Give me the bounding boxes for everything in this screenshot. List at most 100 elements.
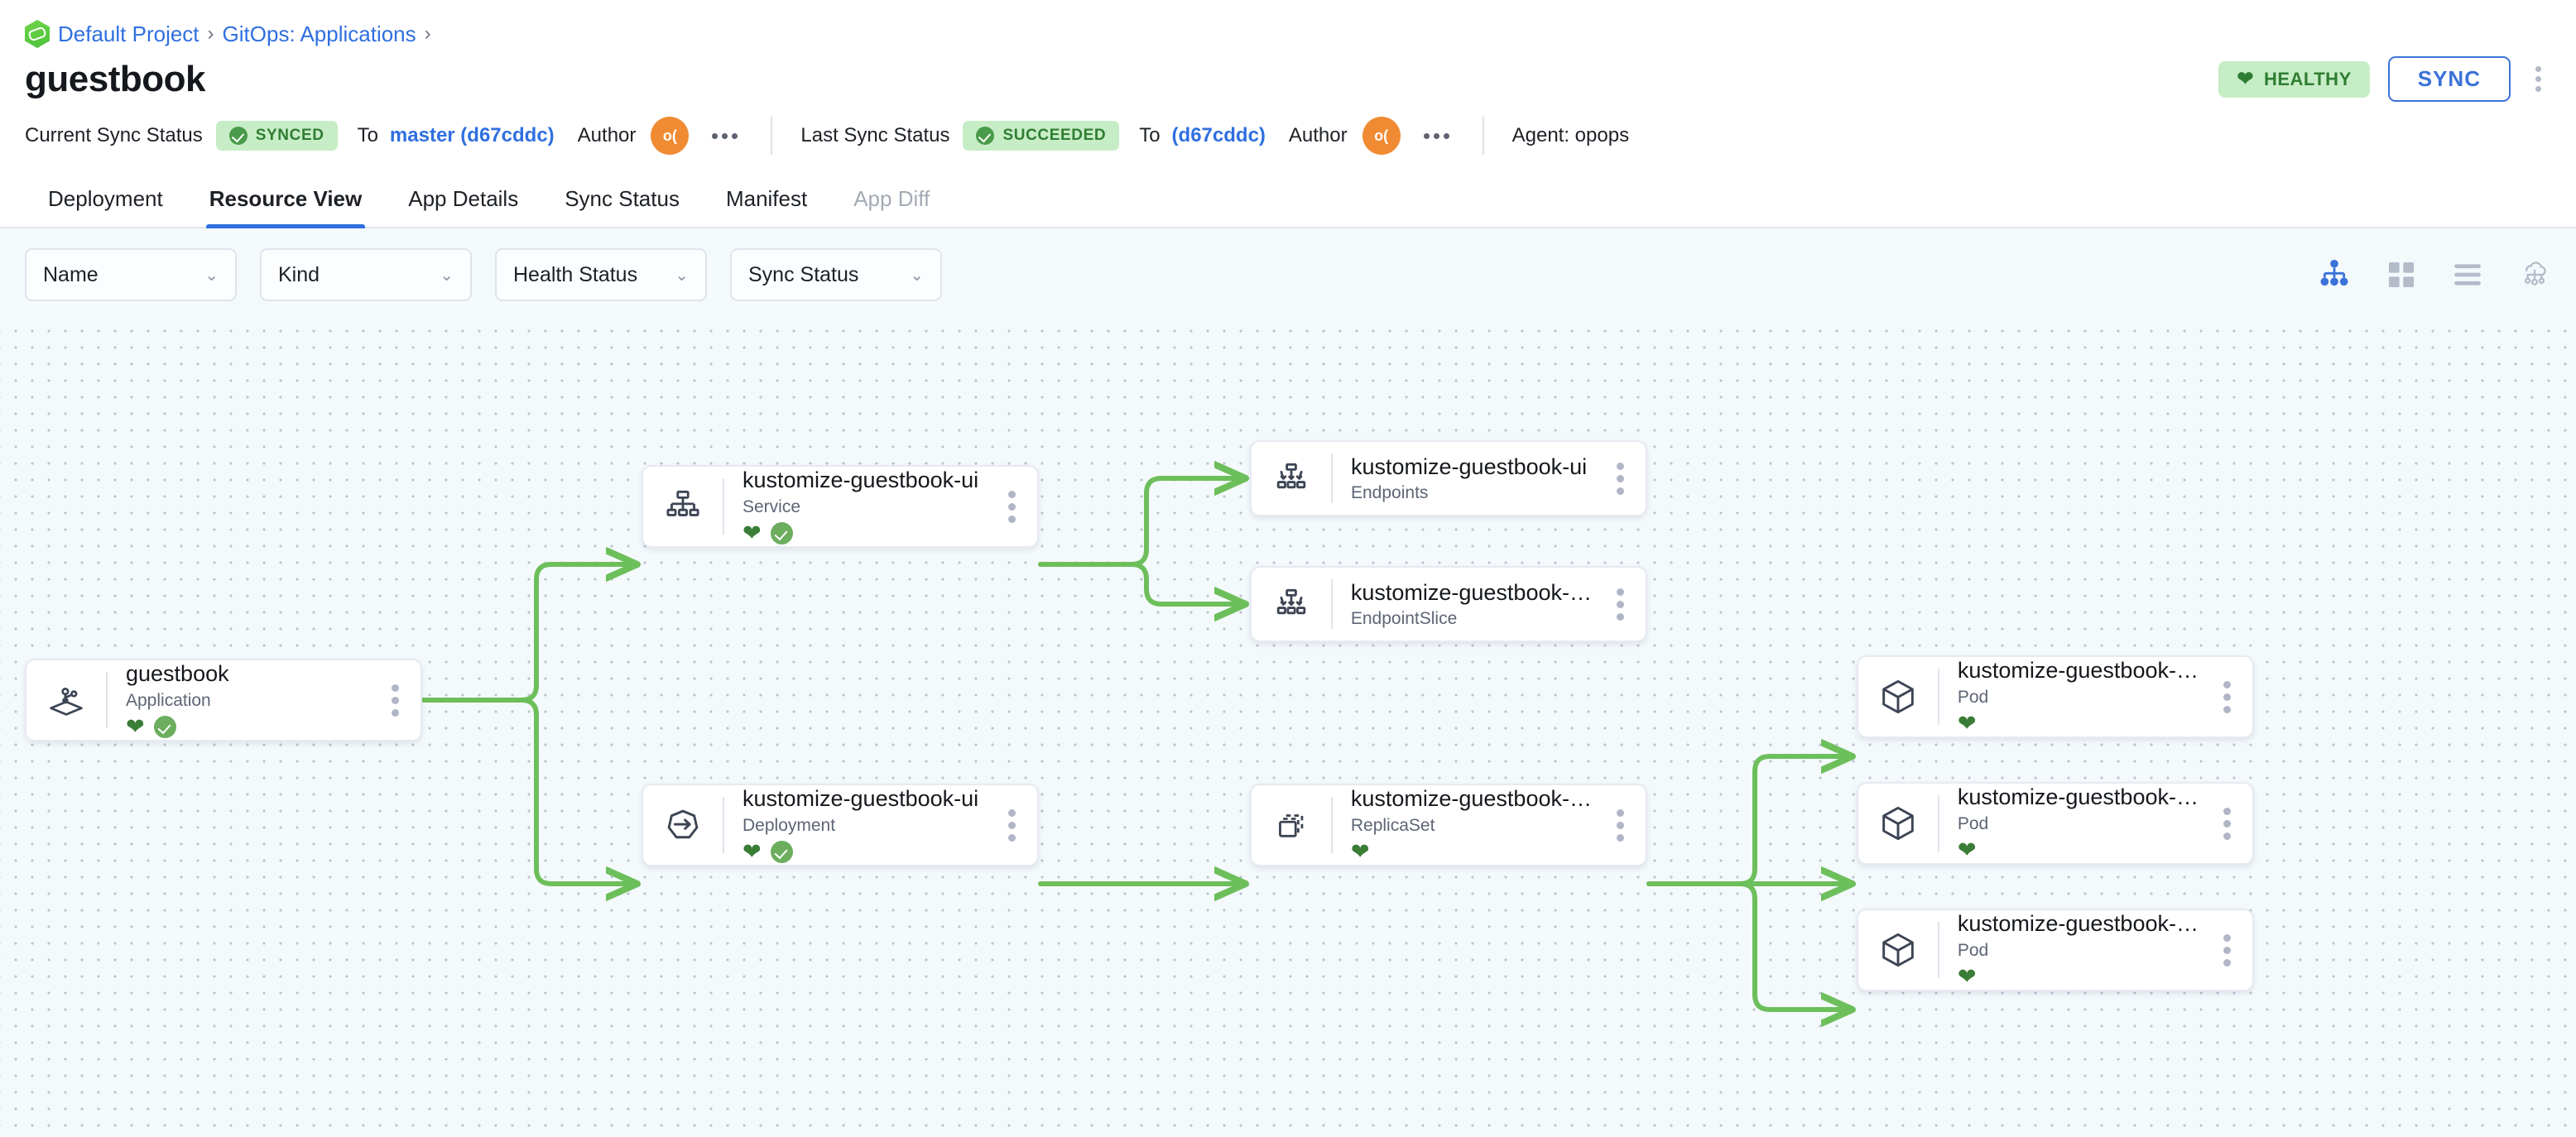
last-revision-link[interactable]: (d67cddc) — [1171, 124, 1266, 146]
divider — [771, 117, 773, 155]
sync-button[interactable]: SYNC — [2387, 56, 2511, 102]
graph-node-kind: Endpoints — [1351, 483, 1429, 503]
graph-node-title: kustomize-guestbook-ui-… — [1957, 784, 2204, 810]
last-to-label: To — [1139, 124, 1161, 146]
filter-toolbar: Name ⌄ Kind ⌄ Health Status ⌄ Sync Statu… — [0, 228, 2576, 318]
graph-node-badges: ❤ — [743, 840, 988, 865]
graph-node-badges: ❤ — [126, 715, 372, 740]
filter-kind-label: Kind — [278, 262, 320, 286]
header-actions: ❤ HEALTHY SYNC — [2218, 56, 2548, 102]
network-view-icon[interactable] — [2518, 258, 2551, 291]
graph-node-kind: Pod — [1957, 813, 1989, 833]
graph-node-endpointslice[interactable]: kustomize-guestbook-ui-… EndpointSlice — [1250, 566, 1647, 642]
graph-node-menu-icon[interactable] — [1608, 462, 1646, 495]
graph-node-menu-icon[interactable] — [1000, 808, 1037, 842]
divider — [1938, 669, 1939, 725]
graph-node-title: guestbook — [126, 661, 229, 687]
filter-name[interactable]: Name ⌄ — [25, 248, 237, 301]
kebab-menu-icon[interactable] — [2529, 61, 2548, 97]
graph-node-service[interactable]: kustomize-guestbook-ui Service ❤ — [642, 465, 1039, 548]
tree-view-icon[interactable] — [2318, 258, 2351, 291]
application-icon — [26, 679, 106, 722]
filter-sync-status-label: Sync Status — [748, 262, 859, 286]
heart-icon: ❤ — [1957, 711, 1977, 736]
graph-node-body: kustomize-guestbook-ui-… Pod ❤ — [1939, 910, 2215, 989]
graph-node-menu-icon[interactable] — [2215, 807, 2252, 840]
divider — [1331, 579, 1333, 629]
graph-node-title: kustomize-guestbook-ui-… — [1957, 658, 2204, 684]
page-title: guestbook — [25, 58, 205, 99]
check-circle-icon — [770, 522, 793, 545]
tab-deployment[interactable]: Deployment — [48, 186, 163, 211]
grid-view-icon[interactable] — [2386, 259, 2417, 290]
current-sync-status-badge-label: SYNCED — [255, 127, 324, 144]
current-sync-status-label: Current Sync Status — [25, 124, 203, 146]
graph-node-pod[interactable]: kustomize-guestbook-ui-… Pod ❤ — [1857, 909, 2254, 991]
filter-health-status[interactable]: Health Status ⌄ — [495, 248, 707, 301]
tab-app-diff: App Diff — [853, 186, 930, 211]
graph-node-kind: Pod — [1957, 940, 1989, 960]
endpoints-icon — [1252, 583, 1331, 625]
list-view-icon[interactable] — [2452, 259, 2483, 290]
pod-icon — [1858, 675, 1938, 718]
avatar[interactable]: o( — [1362, 117, 1401, 155]
deployment-icon — [643, 804, 723, 847]
argo-project-icon — [25, 20, 50, 48]
graph-node-menu-icon[interactable] — [1608, 588, 1646, 621]
filter-health-status-label: Health Status — [513, 262, 638, 286]
graph-node-replicaset[interactable]: kustomize-guestbook-ui-… ReplicaSet ❤ — [1250, 784, 1647, 866]
graph-node-application[interactable]: guestbook Application ❤ — [25, 659, 422, 741]
current-revision-link[interactable]: master (d67cddc) — [389, 124, 555, 146]
filter-sync-status[interactable]: Sync Status ⌄ — [730, 248, 942, 301]
graph-node-badges: ❤ — [1958, 965, 2204, 990]
graph-node-body: kustomize-guestbook-ui-… Pod ❤ — [1939, 657, 2215, 736]
graph-node-pod[interactable]: kustomize-guestbook-ui-… Pod ❤ — [1857, 782, 2254, 865]
graph-node-menu-icon[interactable] — [2215, 933, 2252, 967]
resource-graph-canvas[interactable]: guestbook Application ❤ kustomize-guestb… — [0, 318, 2576, 1137]
check-circle-icon — [153, 716, 176, 739]
graph-node-menu-icon[interactable] — [1608, 808, 1646, 842]
tab-bar: Deployment Resource View App Details Syn… — [0, 173, 2576, 228]
health-badge-label: HEALTHY — [2263, 68, 2352, 89]
filter-kind[interactable]: Kind ⌄ — [260, 248, 472, 301]
graph-node-body: kustomize-guestbook-ui Service ❤ — [724, 467, 1000, 545]
breadcrumb-item-gitops-applications[interactable]: GitOps: Applications — [222, 21, 416, 46]
graph-edges — [421, 318, 2576, 1137]
graph-node-pod[interactable]: kustomize-guestbook-ui-… Pod ❤ — [1857, 655, 2254, 738]
graph-node-menu-icon[interactable] — [2215, 680, 2252, 713]
more-horizontal-icon[interactable] — [707, 127, 743, 146]
tab-manifest[interactable]: Manifest — [725, 186, 808, 211]
graph-node-body: guestbook Application ❤ — [108, 660, 383, 739]
more-horizontal-icon[interactable] — [1419, 127, 1454, 146]
graph-node-body: kustomize-guestbook-ui-… ReplicaSet ❤ — [1333, 785, 1608, 864]
current-sync-status-badge: SYNCED — [215, 121, 338, 151]
tab-sync-status[interactable]: Sync Status — [565, 186, 680, 211]
tab-resource-view[interactable]: Resource View — [186, 173, 386, 228]
graph-node-title: kustomize-guestbook-ui-… — [1350, 786, 1597, 812]
avatar[interactable]: o( — [651, 117, 690, 155]
graph-node-endpoints[interactable]: kustomize-guestbook-ui Endpoints — [1250, 440, 1647, 516]
graph-node-deployment[interactable]: kustomize-guestbook-ui Deployment ❤ — [642, 784, 1039, 866]
graph-node-title: kustomize-guestbook-ui — [743, 786, 979, 812]
breadcrumb-item-default-project[interactable]: Default Project — [58, 21, 199, 46]
chevron-right-icon: › — [424, 22, 431, 45]
service-icon — [643, 486, 723, 527]
divider — [723, 478, 724, 535]
graph-node-title: kustomize-guestbook-ui-… — [1350, 579, 1597, 605]
graph-node-kind: Pod — [1957, 687, 1989, 707]
heart-icon: ❤ — [2237, 67, 2254, 90]
graph-node-menu-icon[interactable] — [1000, 490, 1037, 523]
graph-node-title: kustomize-guestbook-ui-… — [1957, 911, 2204, 937]
graph-node-badges: ❤ — [1351, 840, 1597, 865]
graph-node-badges: ❤ — [1958, 712, 2204, 736]
graph-node-kind: EndpointSlice — [1350, 609, 1458, 629]
header: guestbook ❤ HEALTHY SYNC — [0, 48, 2576, 102]
graph-node-title: kustomize-guestbook-ui — [743, 468, 979, 493]
graph-node-menu-icon[interactable] — [383, 684, 421, 717]
divider — [1938, 795, 1939, 852]
last-author-label: Author — [1288, 124, 1348, 146]
tab-app-details[interactable]: App Details — [408, 186, 519, 211]
graph-node-badges: ❤ — [743, 521, 988, 546]
breadcrumb: Default Project › GitOps: Applications › — [0, 0, 2576, 48]
graph-node-body: kustomize-guestbook-ui-… EndpointSlice — [1333, 579, 1608, 629]
